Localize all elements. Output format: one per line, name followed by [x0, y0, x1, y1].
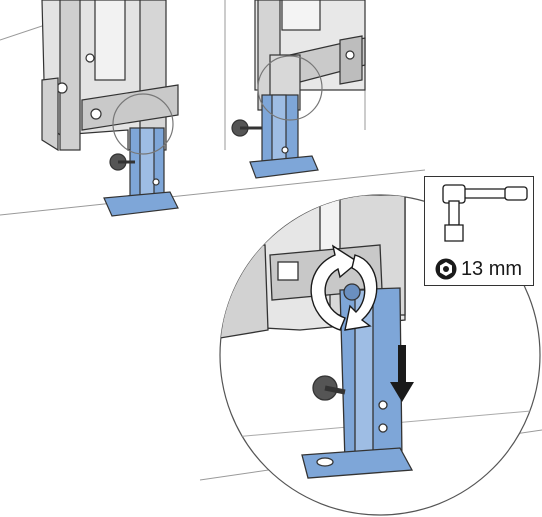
frame-right-detail-circle — [257, 55, 323, 121]
rotate-arrow-icon — [310, 244, 378, 331]
right-blue-foot — [231, 94, 319, 179]
socket-wrench-icon — [442, 184, 528, 242]
left-blue-foot — [103, 127, 179, 217]
wrench-size-text: 13 mm — [460, 257, 523, 280]
left-mounting-frame — [41, 0, 179, 152]
tool-requirement-panel: 13 mm — [424, 176, 534, 286]
right-mounting-frame — [254, 0, 366, 111]
tool-size-label: 13 mm — [425, 255, 532, 283]
down-arrow-icon — [390, 345, 414, 402]
hex-nut-icon — [435, 258, 457, 280]
frame-left-detail-circle — [112, 93, 174, 155]
